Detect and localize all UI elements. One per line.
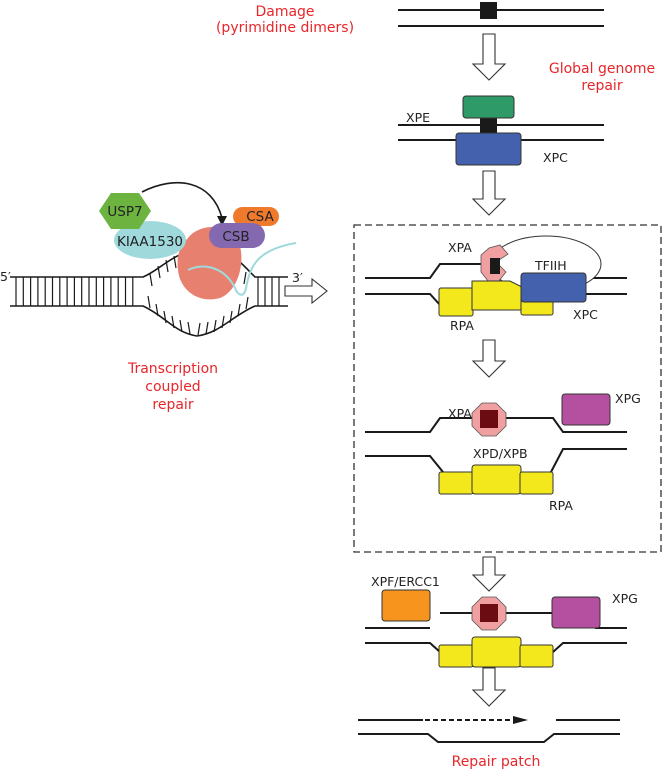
- rna-transcript: [187, 242, 297, 296]
- xpd-xpb-protein: [471, 280, 529, 311]
- xpf-ercc1-protein: [381, 589, 431, 622]
- lesion-block: [480, 604, 498, 622]
- incision-step: XPF/ERCC1 XPG: [365, 574, 638, 668]
- kiaa1530-label: KIAA1530: [117, 234, 183, 250]
- xpc-label: XPC: [543, 150, 568, 165]
- base-pair-rung: [205, 321, 209, 335]
- xpe-label: XPE: [406, 110, 430, 125]
- five-prime-label: 5′: [0, 269, 11, 284]
- rpa-protein-left: [438, 471, 474, 495]
- dna-bottom-strand: [365, 455, 444, 473]
- base-pair-rung: [165, 259, 169, 273]
- repair-synthesis-step: Repair patch: [358, 716, 620, 770]
- global-genome-repair-label-line2: repair: [581, 78, 622, 94]
- csb-protein: [209, 223, 265, 248]
- damage-label-line2: (pyrimidine dimers): [216, 20, 354, 36]
- xpf-ercc1-label: XPF/ERCC1: [371, 574, 440, 589]
- damage-step: Damage (pyrimidine dimers): [216, 2, 604, 36]
- dna-bottom-strand: [365, 642, 441, 653]
- xpd-xpb-protein: [471, 636, 522, 668]
- arrow-down-icon: [471, 556, 507, 592]
- tfiih-recruitment-step: XPA TFIIH RPA XPC: [365, 235, 627, 333]
- xpc-label: XPC: [573, 307, 598, 322]
- arrow-down-icon: [471, 170, 507, 216]
- usp7-to-csb-arrow: [141, 181, 223, 219]
- base-pair-rung: [179, 319, 183, 333]
- base-pair-rung: [149, 273, 153, 287]
- tcr-label-line2: coupled: [145, 379, 200, 395]
- three-prime-label: 3′: [292, 270, 303, 285]
- arrow-down-icon: [471, 33, 507, 81]
- tcr-label-line3: repair: [152, 397, 193, 413]
- xpg-protein: [561, 393, 611, 426]
- xpc-protein: [520, 272, 587, 303]
- base-pair-rung: [237, 303, 241, 317]
- base-pair-rung: [173, 255, 177, 269]
- base-pair-rung: [213, 319, 217, 333]
- xpc-protein: [455, 132, 522, 166]
- synthesis-arrowhead-icon: [513, 716, 528, 724]
- xpg-label: XPG: [612, 591, 638, 606]
- csb-label: CSB: [222, 229, 249, 245]
- base-pair-rung: [147, 295, 151, 309]
- base-pair-rung: [155, 303, 159, 317]
- base-pair-rung: [229, 310, 233, 324]
- dna-bottom-strand-right: [550, 448, 627, 473]
- lesion-block: [480, 117, 497, 137]
- recognition-step: XPE XPC: [398, 95, 604, 166]
- base-pair-rung: [221, 315, 225, 329]
- transcription-coupled-repair-panel: 5′ 3′ KIAA1530 USP7 CSA CSB Transcriptio…: [0, 181, 328, 413]
- repair-patch-label: Repair patch: [452, 754, 541, 770]
- pyrimidine-dimer-lesion: [480, 2, 497, 19]
- template-strand-bottom: [10, 305, 288, 337]
- rpa-protein-right: [519, 471, 554, 495]
- rpa-protein-left: [438, 287, 474, 317]
- base-pair-rung: [243, 271, 247, 285]
- arrow-down-icon: [471, 339, 507, 378]
- damage-label-line1: Damage: [255, 4, 314, 20]
- xpg-label: XPG: [615, 391, 641, 406]
- base-pair-rung: [157, 265, 161, 279]
- csa-label: CSA: [246, 209, 274, 225]
- base-pair-rung: [245, 296, 249, 310]
- rpa-label: RPA: [450, 318, 474, 333]
- lesion-block: [480, 410, 498, 428]
- xpa-label: XPA: [448, 240, 472, 255]
- kiaa1530-protein: [114, 221, 186, 259]
- base-pair-rung: [197, 322, 201, 336]
- rpa-protein-right: [519, 644, 554, 668]
- xpe-protein: [462, 95, 515, 119]
- dna-bottom-strand: [365, 293, 441, 306]
- arrow-down-icon: [471, 667, 507, 707]
- usp7-protein: [99, 193, 151, 229]
- arrow-right-icon: [284, 277, 328, 305]
- dna-bottom-strand: [358, 733, 620, 743]
- csa-protein: [233, 207, 279, 226]
- tfiih-label: TFIIH: [534, 258, 567, 273]
- dna-bottom-strand-right: [552, 642, 627, 653]
- dna-top-strand: [365, 263, 488, 279]
- base-pair-rung: [187, 321, 191, 335]
- base-pair-rung: [163, 310, 167, 324]
- xpd-xpb-label: XPD/XPB: [473, 446, 528, 461]
- base-pair-rung: [171, 315, 175, 329]
- xpg-protein: [551, 596, 601, 629]
- arrowhead-icon: [217, 216, 227, 226]
- preincision-complex-box: [353, 224, 662, 553]
- global-genome-repair-label-line1: Global genome: [549, 61, 655, 77]
- lesion-block: [490, 258, 500, 274]
- rpa-label: RPA: [549, 498, 573, 513]
- tcr-label-line1: Transcription: [127, 361, 218, 377]
- xpd-xpb-protein: [471, 464, 522, 495]
- xpa-label: XPA: [448, 406, 472, 421]
- xpg-recruitment-step: XPA XPG XPD/XPB RPA: [365, 391, 641, 513]
- usp7-label: USP7: [107, 204, 142, 220]
- rpa-protein-left: [438, 644, 474, 668]
